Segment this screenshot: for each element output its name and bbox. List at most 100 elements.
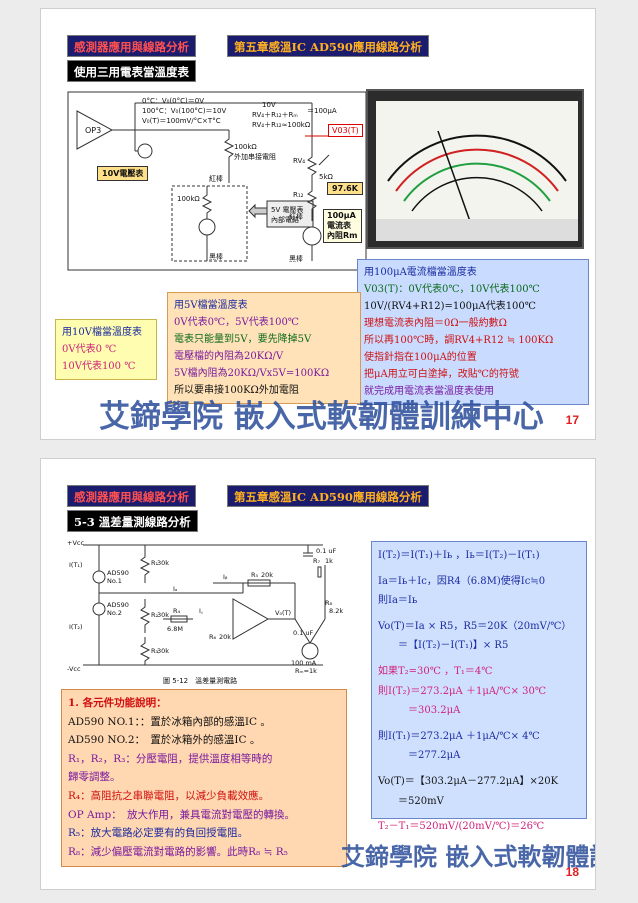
calc-line: 則I(T₂)＝273.2μA ＋1μA/℃× 30℃ [378, 685, 547, 697]
page-number: 18 [565, 865, 579, 879]
it2-label: I(T₂) [69, 623, 83, 631]
r8-value: 8.2k [329, 607, 343, 615]
calc-line: 則Ia＝Iь [378, 595, 418, 607]
component-function-box: 1. 各元件功能說明： AD590 NO.1：：置於冰箱內部的感溫IC 。 AD… [61, 689, 347, 867]
calc-line: ＝【I(T₂)－I(T₁)】× R5 [378, 640, 509, 652]
meter-10v-label: 10V電壓表 [97, 166, 149, 181]
r4-value: 6.8M [167, 625, 183, 633]
function-line: AD590 NO.1：：置於冰箱內部的感溫IC 。 [68, 715, 271, 728]
r5-label: R₅ [251, 571, 259, 579]
ua-note-line: 所以再100℃時，調RV4+R12 ≒ 100KΩ [364, 335, 554, 346]
ua-note-line: 把μA用立可白塗掉，改貼℃的符號 [364, 369, 519, 380]
r6-label: R₆ [209, 633, 217, 641]
ad2-label: AD590 [107, 601, 129, 609]
ten-volt-note: 用10V檔當溫度表 0V代表0 ℃ 10V代表100 ℃ [55, 319, 157, 380]
calc-line: ＝520mV [378, 795, 444, 807]
red-probe2-label: 紅棒 [289, 212, 303, 221]
watermark: 艾鍗學院 嵌入式軟韌體訓練中心 [341, 843, 595, 871]
function-line: 歸零調整。 [68, 771, 121, 784]
r7-label: R₇ [313, 557, 321, 565]
slide-subtitle: 5-3 溫差量測線路分析 [67, 510, 198, 532]
function-line: R₅：放大電路必定要有的負回授電阻。 [68, 827, 249, 840]
calc-line: Vo(T)＝Ia × R5，R5＝20K（20mV/℃） [378, 620, 572, 632]
ext-res-label: 外加串接電阻 [234, 152, 276, 161]
course-tag: 感測器應用與線路分析 [67, 485, 196, 507]
ohmmeter-thermometer-circuit: OP3 0°C：V₀(0°C)＝0V 100°C：V₀(100°C)＝10V V… [67, 91, 367, 271]
function-line: R₈：減少偏壓電流對電路的影響。此時R₈ ≒ R₅ [68, 845, 288, 858]
it1-label: I(T₁) [69, 561, 83, 569]
slide-17: 感測器應用與線路分析 第五章感溫IC AD590應用線路分析 使用三用電表當溫度… [40, 8, 596, 440]
formula-line-3: V₀(T)＝100mV/°C×T°C [142, 117, 221, 125]
ten-volt-note-line: 10V代表100 ℃ [62, 361, 136, 372]
function-line: AD590 NO.2： 置於冰箱外的感溫IC 。 [68, 734, 261, 747]
ten-volt-note-line: 用10V檔當溫度表 [62, 327, 142, 338]
r12-label: R₁₂ [293, 191, 304, 199]
r3-value: 30k [157, 647, 169, 655]
slide-18: 感測器應用與線路分析 第五章感溫IC AD590應用線路分析 5-3 溫差量測線… [40, 458, 596, 890]
ua-note-line: 用100μA電流檔當溫度表 [364, 267, 477, 278]
volt5v-label-2: 內部電路 [271, 215, 299, 224]
ua-note-line: 10V/(RV4+R12)=100μA代表100℃ [364, 301, 536, 312]
chapter-tag: 第五章感溫IC AD590應用線路分析 [227, 485, 429, 507]
r3-resistor [139, 637, 151, 665]
ua-meter-line-2: 電流表 [327, 221, 351, 230]
formula-line-2: 100°C：V₀(100°C)＝10V [142, 107, 226, 115]
ua-note-line: 使指針指在100μA的位置 [364, 352, 477, 363]
r1-label: R₁ [151, 559, 159, 567]
vee-label: -Vcc [67, 665, 81, 673]
r2-value: 30k [157, 611, 169, 619]
five-volt-note-line: 所以要串接100KΩ外加電阻 [174, 385, 299, 396]
r100k-ext-label: 100kΩ [234, 143, 257, 151]
red-probe-label: 紅棒 [209, 174, 223, 183]
r7-value: 1k [325, 557, 333, 565]
chapter-tag: 第五章感溫IC AD590應用線路分析 [227, 35, 429, 57]
rv4-label: RV₄ [293, 157, 305, 165]
ic-label: I꜀ [199, 607, 203, 615]
r5-resistor [247, 579, 271, 587]
formula-line-1: 0°C：V₀(0°C)＝0V [142, 97, 204, 105]
op3-label: OP3 [85, 126, 101, 135]
meter-face [376, 101, 578, 242]
black-probe-label: 黑棒 [209, 252, 223, 261]
calc-line: ＝277.2μA [378, 750, 461, 762]
formula-right-4: RV₄＋R₁₂≈100kΩ [252, 121, 311, 129]
formula-right-3: ＝100μA [307, 107, 337, 115]
five-volt-note-line: 電壓檔的內阻為20KΩ/V [174, 351, 284, 362]
r1-value: 30k [157, 559, 169, 567]
ua-note-line: V03(T)：0V代表0℃，10V代表100℃ [364, 284, 540, 295]
calc-line: Vo(T)＝【303.2μA－277.2μA】×20K [378, 775, 559, 787]
resistor-100k-ext [223, 130, 235, 171]
cap2-label: 0.1 uF [293, 629, 314, 637]
r6-value: 20k [219, 633, 231, 641]
cap1-label: 0.1 uF [316, 547, 337, 555]
ua-note-line: 理想電流表內阻＝0Ω一般約數Ω [364, 318, 507, 329]
ad1-label: AD590 [107, 569, 129, 577]
no1-label: No.1 [107, 577, 122, 585]
r2-resistor [139, 599, 151, 633]
five-volt-note: 用5V檔當溫度表 0V代表0℃，5V代表100℃ 電表只能量到5V，要先降掉5V… [167, 292, 361, 404]
vot-label: V₀(T) [275, 609, 291, 617]
meter-label: 100 mA [291, 659, 317, 667]
ua-meter-line-3: 內阻Rm [327, 231, 358, 240]
calc-line: Ia＝Iь＋Ic，因R4（6.8M)使得Ic≒0 [378, 575, 546, 587]
five-volt-note-line: 0V代表0℃，5V代表100℃ [174, 317, 299, 328]
r2-label: R₂ [151, 611, 159, 619]
ua-note-line: 就完成用電流表當溫度表使用 [364, 386, 494, 397]
r5k-label: 5kΩ [319, 173, 334, 181]
five-volt-note-line: 電表只能量到5V，要先降掉5V [174, 334, 312, 345]
rm-label: Rₘ=1k [295, 667, 317, 675]
no2-label: No.2 [107, 609, 122, 617]
analog-meter-photo [366, 89, 584, 249]
ia-label: Iₐ [173, 585, 178, 593]
function-line: 1. 各元件功能說明： [68, 697, 167, 709]
formula-right-2: RV₄＋R₁₂＋Rₘ [252, 111, 298, 119]
calc-line: T₂－T₁＝520mV/(20mV/℃)＝26℃ [378, 821, 545, 833]
course-tag: 感測器應用與線路分析 [67, 35, 196, 57]
five-volt-note-line: 5V檔內阻為20KΩ/Vx5V=100KΩ [174, 368, 330, 379]
vo3-label: V03(T) [328, 124, 363, 137]
rv4-pot [306, 149, 318, 183]
op3-symbol [76, 110, 114, 150]
function-line: R₁，R₂，R₃：分壓電阻，提供溫度相等時的 [68, 752, 273, 765]
calc-line: 則I(T₁)＝273.2μA ＋1μA/℃× 4℃ [378, 730, 540, 742]
r3-label: R₃ [151, 647, 159, 655]
